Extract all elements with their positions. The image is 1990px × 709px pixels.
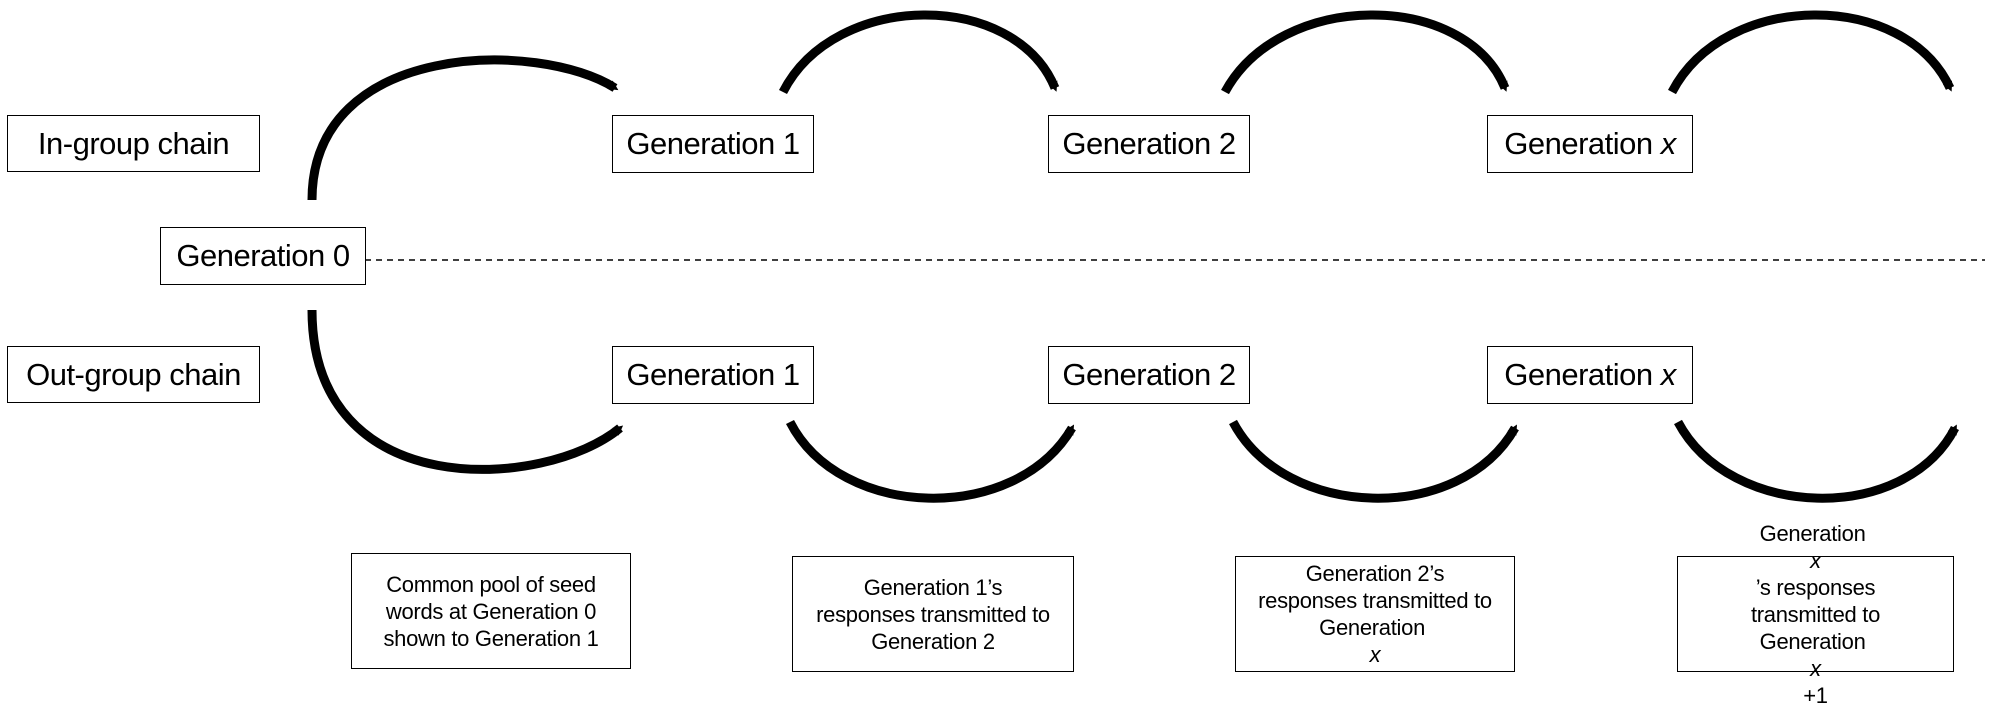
node-text: Generation x — [1504, 126, 1676, 161]
arrow-in-genx-onward — [1668, 10, 1955, 95]
generation-1-transmission-note: Generation 1’s responses transmitted to … — [792, 556, 1074, 672]
arrow-out-gen1-to-out-gen2 — [785, 419, 1076, 503]
diagram-canvas — [307, 10, 1985, 503]
note-text: Generation 2’s responses transmitted to … — [1258, 561, 1492, 667]
note-line: Generation x+1 — [1759, 628, 1872, 708]
in-group-generation-1-node: Generation 1 — [612, 115, 814, 173]
in-group-chain-label: In-group chain — [7, 115, 260, 172]
out-group-generation-1-node: Generation 1 — [612, 346, 814, 404]
generation-x-transmission-note: Generation x’s responses transmitted to … — [1677, 521, 1954, 708]
note-line: Generation x — [1319, 615, 1431, 667]
seed-words-note: Common pool of seed words at Generation … — [351, 553, 631, 669]
note-text: Generation 1’s responses transmitted to … — [816, 574, 1050, 654]
note-line: Generation x’s responses — [1755, 520, 1876, 600]
arrow-gen0-to-out-gen1 — [307, 309, 624, 474]
generation-2-transmission-note: Generation 2’s responses transmitted to … — [1235, 556, 1515, 672]
out-group-generation-2-node: Generation 2 — [1048, 346, 1250, 404]
arrow-out-gen2-to-out-genx — [1229, 419, 1519, 503]
in-group-generation-x-node: Generation x — [1487, 115, 1693, 173]
arrow-in-gen1-to-in-gen2 — [778, 10, 1060, 95]
arrow-in-gen2-to-in-genx — [1221, 10, 1510, 95]
in-group-generation-2-node: Generation 2 — [1048, 115, 1250, 173]
arrow-out-genx-onward — [1674, 419, 1959, 503]
out-group-chain-label: Out-group chain — [7, 346, 260, 403]
node-text: Generation x — [1504, 357, 1676, 392]
generation-0-node: Generation 0 — [160, 227, 366, 285]
arrow-gen0-to-in-gen1 — [307, 55, 619, 201]
out-group-generation-x-node: Generation x — [1487, 346, 1693, 404]
note-text: Generation x’s responses transmitted to … — [1750, 520, 1881, 708]
note-text: Common pool of seed words at Generation … — [383, 571, 599, 651]
